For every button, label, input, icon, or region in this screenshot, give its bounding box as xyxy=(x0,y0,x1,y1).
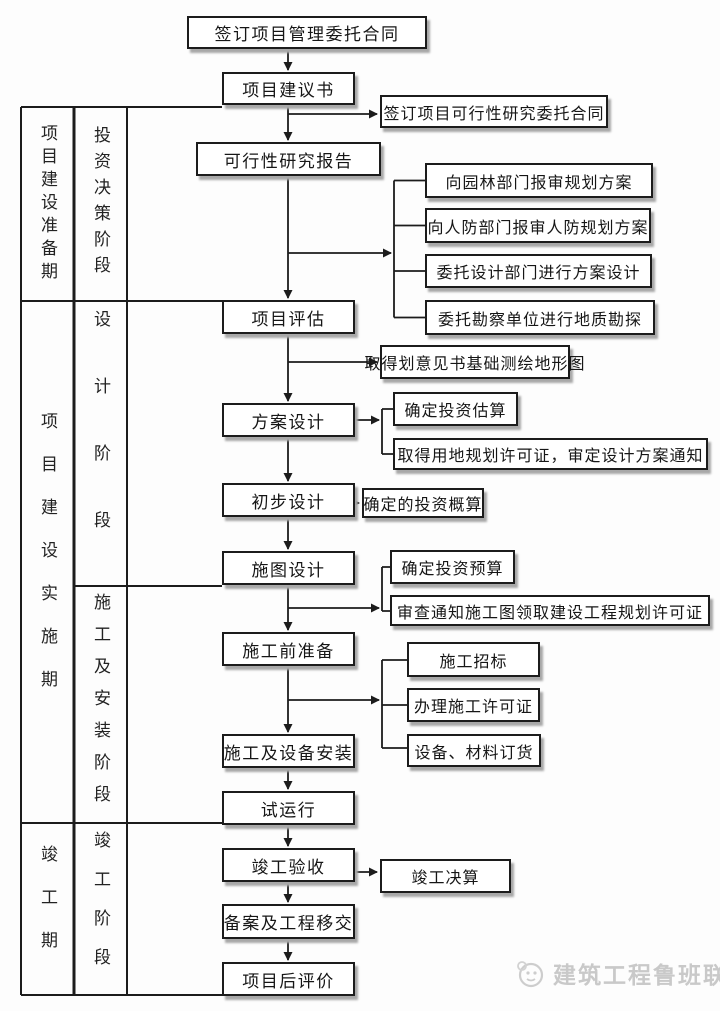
node-post-project-evaluation: 项目后评价 xyxy=(222,962,355,996)
period-cell-completion: 竣工期 xyxy=(21,823,74,995)
luban-alliance-logo-icon xyxy=(517,961,544,988)
node-trial-run: 试运行 xyxy=(222,791,355,825)
side-obtain-planning-opinion-map: 取得划意见书基础测绘地形图 xyxy=(365,345,585,379)
side-drawing-review-planning-permit: 审查通知施工图领取建设工程规划许可证 xyxy=(390,595,710,626)
node-project-proposal: 项目建议书 xyxy=(222,72,355,105)
side-submit-civil-defense-plan: 向人防部门报审人防规划方案 xyxy=(425,208,651,243)
node-construction-drawing-design: 施图设计 xyxy=(222,551,355,585)
phase-label: 设计阶段 xyxy=(91,309,110,578)
side-entrust-geological-survey: 委托勘察单位进行地质勘探 xyxy=(425,300,655,335)
phase-table-grid xyxy=(20,106,222,996)
period-cell-preparation: 项目建设准备期 xyxy=(21,107,74,301)
phase-label: 投资决策阶段 xyxy=(91,126,110,282)
side-sign-feasibility-contract: 签订项目可行性研究委托合同 xyxy=(380,95,608,128)
side-land-permit-design-notice: 取得用地规划许可证，审定设计方案通知 xyxy=(393,438,708,470)
side-equipment-material-order: 设备、材料订货 xyxy=(407,734,541,767)
node-project-evaluation: 项目评估 xyxy=(222,300,355,334)
period-cell-implementation: 项目建设实施期 xyxy=(21,301,74,823)
side-construction-permit: 办理施工许可证 xyxy=(407,688,540,722)
node-preliminary-design: 初步设计 xyxy=(222,483,355,517)
side-construction-bidding: 施工招标 xyxy=(407,642,540,677)
phase-label: 施工及安装阶段 xyxy=(91,592,110,817)
side-investment-estimate: 确定投资估算 xyxy=(393,392,518,426)
side-completion-settlement: 竣工决算 xyxy=(380,859,511,893)
watermark: 建筑工程鲁班联盟 xyxy=(512,954,720,992)
period-label: 竣工期 xyxy=(38,844,57,974)
side-investment-budget: 确定投资预算 xyxy=(390,550,515,584)
node-scheme-design: 方案设计 xyxy=(222,403,355,437)
node-feasibility-report: 可行性研究报告 xyxy=(196,142,381,176)
node-pre-construction-preparation: 施工前准备 xyxy=(222,632,355,666)
node-construction-equipment-install: 施工及设备安装 xyxy=(222,734,355,768)
phase-cell-completion: 竣工阶段 xyxy=(74,823,127,995)
bracket-connectors xyxy=(381,179,425,749)
phase-label: 竣工阶段 xyxy=(91,831,110,987)
period-label: 项目建设准备期 xyxy=(38,123,57,285)
period-label: 项目建设实施期 xyxy=(38,411,57,713)
node-sign-pm-contract: 签订项目管理委托合同 xyxy=(187,16,427,49)
phase-cell-construction-installation: 施工及安装阶段 xyxy=(74,586,127,823)
phase-cell-investment-decision: 投资决策阶段 xyxy=(74,107,127,301)
watermark-text: 建筑工程鲁班联盟 xyxy=(553,963,720,988)
node-completion-acceptance: 竣工验收 xyxy=(222,848,355,882)
branch-arrows xyxy=(288,109,392,877)
side-submit-landscape-plan: 向园林部门报审规划方案 xyxy=(425,163,653,198)
phase-cell-design: 设计阶段 xyxy=(74,301,127,586)
node-filing-and-handover: 备案及工程移交 xyxy=(222,904,355,939)
side-investment-rough-budget: 确定的投资概算 xyxy=(362,488,484,518)
side-entrust-scheme-design: 委托设计部门进行方案设计 xyxy=(425,254,652,288)
